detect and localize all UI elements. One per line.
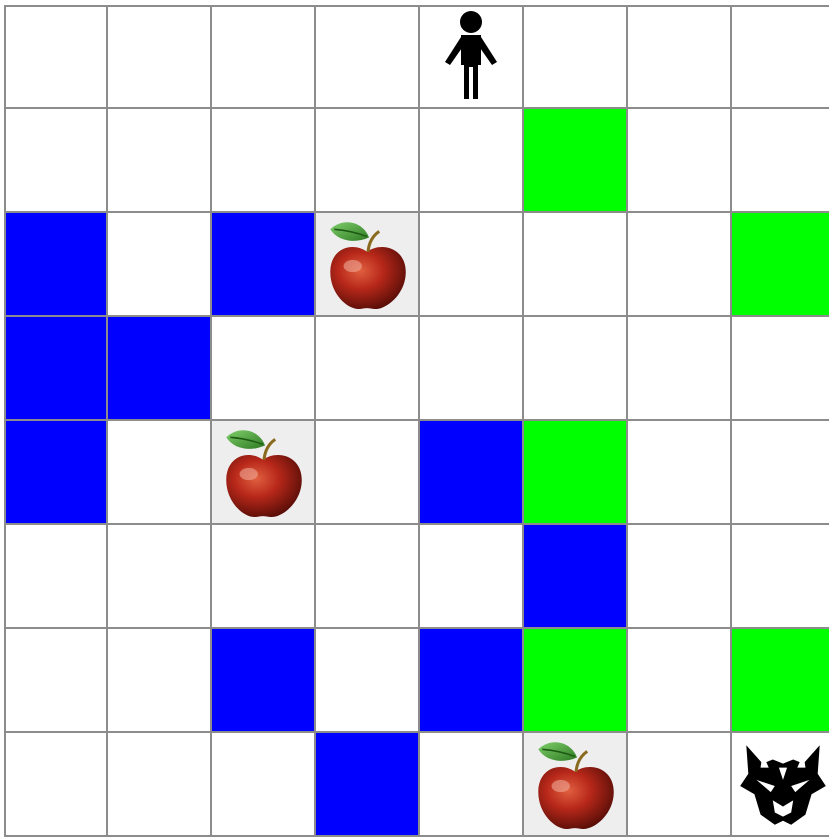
empty-cell[interactable] — [316, 317, 420, 421]
empty-cell[interactable] — [524, 213, 628, 317]
wall-cell[interactable] — [108, 317, 212, 421]
empty-cell[interactable] — [108, 109, 212, 213]
empty-cell[interactable] — [108, 213, 212, 317]
empty-cell[interactable] — [732, 5, 829, 109]
wolf-cell[interactable] — [732, 733, 829, 837]
empty-cell[interactable] — [420, 109, 524, 213]
empty-cell[interactable] — [108, 629, 212, 733]
wall-cell[interactable] — [4, 317, 108, 421]
empty-cell[interactable] — [628, 5, 732, 109]
apple-icon — [316, 213, 418, 315]
apple-cell[interactable] — [316, 213, 420, 317]
empty-cell[interactable] — [628, 629, 732, 733]
empty-cell[interactable] — [4, 5, 108, 109]
empty-cell[interactable] — [628, 213, 732, 317]
wall-cell[interactable] — [4, 213, 108, 317]
wolf-icon — [732, 733, 829, 835]
empty-cell[interactable] — [420, 525, 524, 629]
empty-cell[interactable] — [4, 733, 108, 837]
empty-cell[interactable] — [316, 421, 420, 525]
empty-cell[interactable] — [420, 317, 524, 421]
empty-cell[interactable] — [316, 629, 420, 733]
empty-cell[interactable] — [732, 109, 829, 213]
empty-cell[interactable] — [316, 5, 420, 109]
empty-cell[interactable] — [628, 421, 732, 525]
empty-cell[interactable] — [212, 733, 316, 837]
wall-cell[interactable] — [212, 629, 316, 733]
goal-cell[interactable] — [524, 109, 628, 213]
empty-cell[interactable] — [420, 733, 524, 837]
wall-cell[interactable] — [420, 421, 524, 525]
apple-cell[interactable] — [524, 733, 628, 837]
empty-cell[interactable] — [732, 525, 829, 629]
wall-cell[interactable] — [524, 525, 628, 629]
empty-cell[interactable] — [524, 5, 628, 109]
empty-cell[interactable] — [108, 5, 212, 109]
empty-cell[interactable] — [4, 525, 108, 629]
game-board — [4, 5, 829, 837]
apple-icon — [212, 421, 314, 523]
apple-cell[interactable] — [212, 421, 316, 525]
empty-cell[interactable] — [212, 525, 316, 629]
empty-cell[interactable] — [316, 525, 420, 629]
empty-cell[interactable] — [732, 317, 829, 421]
empty-cell[interactable] — [4, 629, 108, 733]
empty-cell[interactable] — [212, 5, 316, 109]
empty-cell[interactable] — [628, 317, 732, 421]
empty-cell[interactable] — [732, 421, 829, 525]
empty-cell[interactable] — [108, 733, 212, 837]
wall-cell[interactable] — [4, 421, 108, 525]
empty-cell[interactable] — [108, 421, 212, 525]
wall-cell[interactable] — [316, 733, 420, 837]
goal-cell[interactable] — [732, 213, 829, 317]
empty-cell[interactable] — [628, 525, 732, 629]
empty-cell[interactable] — [628, 109, 732, 213]
player-cell[interactable] — [420, 5, 524, 109]
goal-cell[interactable] — [732, 629, 829, 733]
empty-cell[interactable] — [212, 109, 316, 213]
goal-cell[interactable] — [524, 421, 628, 525]
empty-cell[interactable] — [420, 213, 524, 317]
empty-cell[interactable] — [628, 733, 732, 837]
apple-icon — [524, 733, 626, 835]
wall-cell[interactable] — [212, 213, 316, 317]
goal-cell[interactable] — [524, 629, 628, 733]
empty-cell[interactable] — [524, 317, 628, 421]
wall-cell[interactable] — [420, 629, 524, 733]
empty-cell[interactable] — [108, 525, 212, 629]
person-icon — [420, 7, 522, 107]
empty-cell[interactable] — [212, 317, 316, 421]
empty-cell[interactable] — [316, 109, 420, 213]
empty-cell[interactable] — [4, 109, 108, 213]
